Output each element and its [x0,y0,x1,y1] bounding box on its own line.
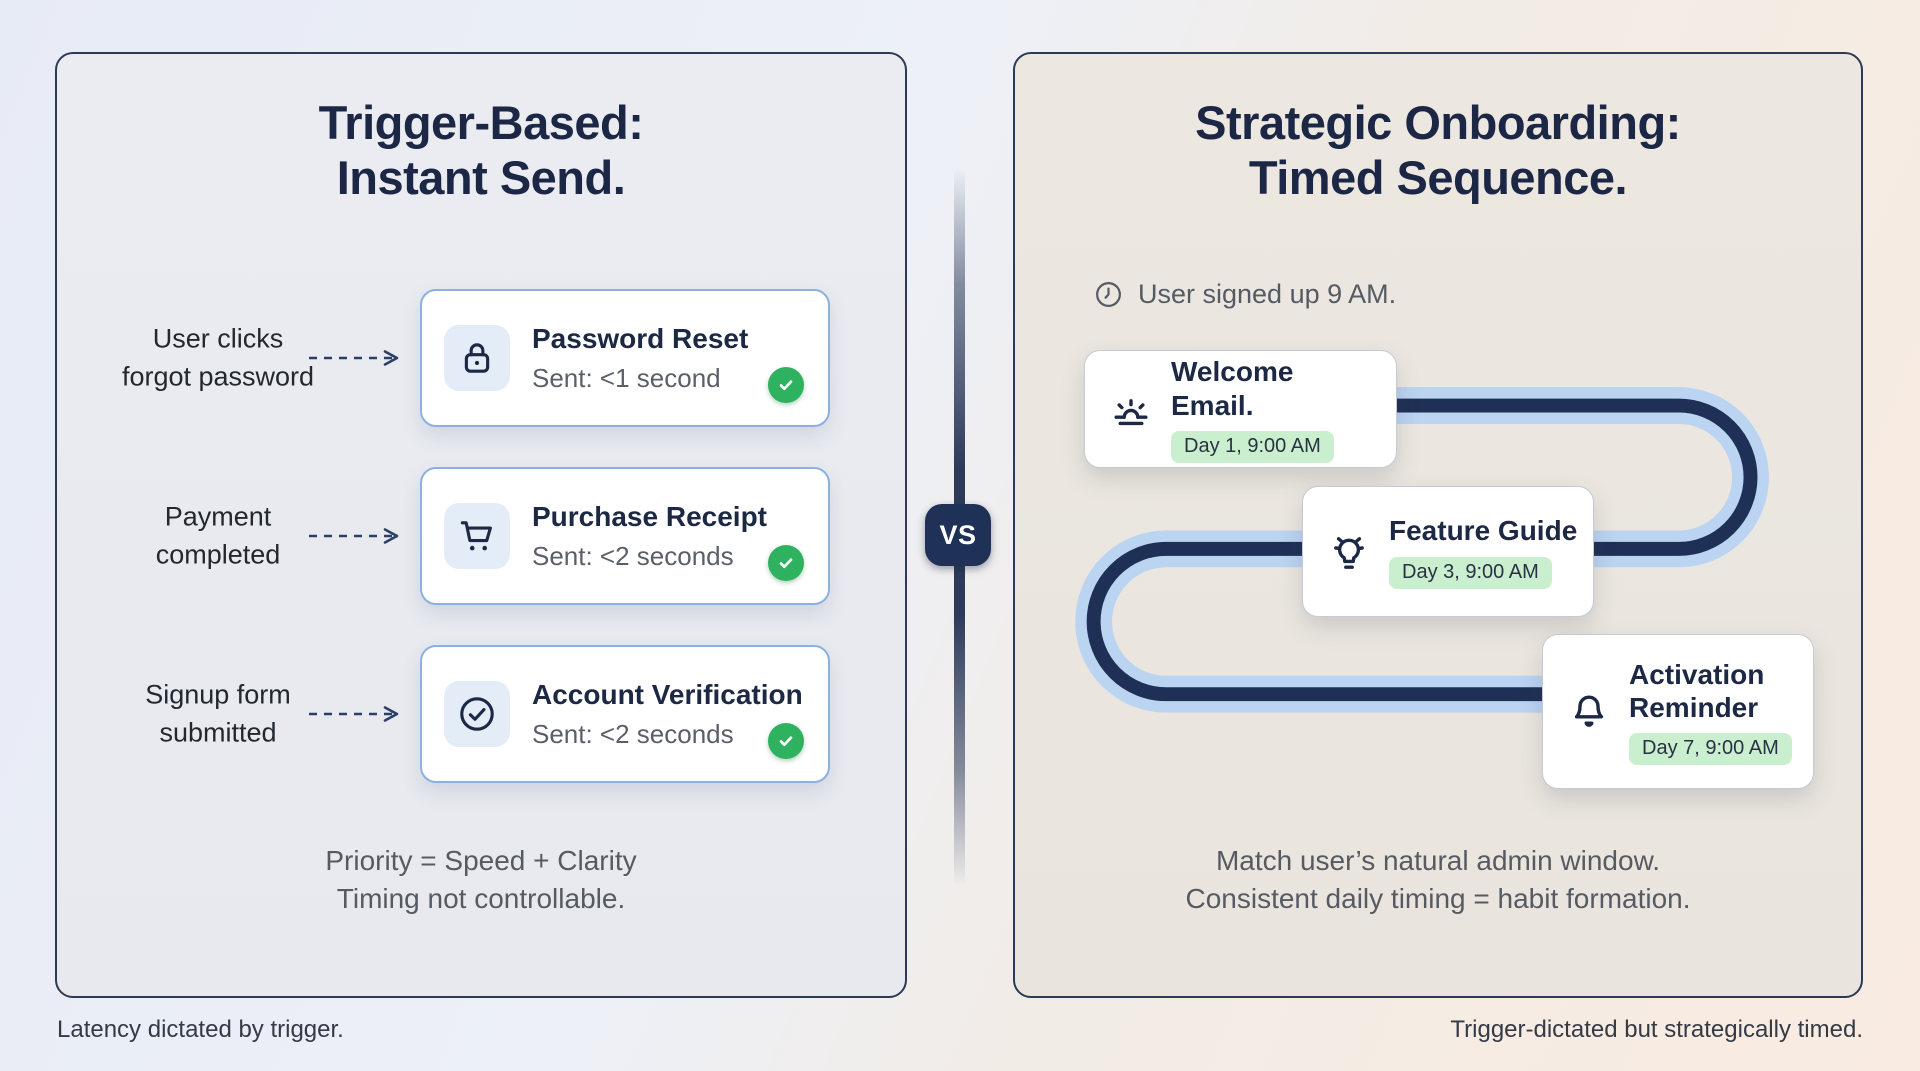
check-circle-green-icon [768,545,804,581]
sunrise-icon [1107,385,1155,433]
right-footer-line2: Consistent daily timing = habit formatio… [1185,882,1691,914]
event-card-sent-time: Sent: <2 seconds [532,540,734,571]
right-title-line2: Timed Sequence. [1248,150,1628,204]
trigger-label: Payment completed [93,498,343,575]
dashed-arrow-icon [309,528,399,544]
vs-badge: VS [925,504,991,566]
dashed-arrow-icon [309,350,399,366]
step-day-badge: Day 3, 9:00 AM [1389,556,1552,589]
left-footer-line2: Timing not controllable. [336,882,626,914]
dashed-arrow-icon [309,706,399,722]
signup-note: User signed up 9 AM. [1093,279,1396,310]
step-title: Activation Reminder [1629,658,1765,723]
vs-label: VS [939,519,977,550]
cart-icon [444,503,510,569]
sequence-path [1075,387,1769,713]
trigger-row-account-verification: Signup form submitted Account Verificati… [57,645,905,783]
left-panel-footer: Priority = Speed + Clarity Timing not co… [57,842,905,918]
event-card-password-reset: Password Reset Sent: <1 second [420,289,830,427]
lock-icon [444,325,510,391]
trigger-label: User clicks forgot password [93,320,343,397]
event-card-sent-time: Sent: <2 seconds [532,718,734,749]
trigger-label-line1: Signup form [145,679,291,710]
event-card-title: Password Reset [532,322,749,354]
left-title-line2: Instant Send. [336,150,626,204]
left-caption: Latency dictated by trigger. [57,1016,344,1043]
left-title-line1: Trigger-Based: [318,96,644,149]
event-card-purchase-receipt: Purchase Receipt Sent: <2 seconds [420,467,830,605]
trigger-label-line1: Payment [164,501,272,532]
right-caption: Trigger-dictated but strategically timed… [1450,1016,1863,1043]
step-card-welcome-email: Welcome Email. Day 1, 9:00 AM [1084,350,1397,468]
strategic-onboarding-panel: Strategic Onboarding: Timed Sequence. Us… [1013,52,1863,998]
right-footer-line1: Match user’s natural admin window. [1215,845,1661,876]
right-panel-title: Strategic Onboarding: Timed Sequence. [1015,96,1861,206]
event-card-account-verification: Account Verification Sent: <2 seconds [420,645,830,783]
trigger-label-line2: submitted [159,718,277,748]
trigger-row-purchase-receipt: Payment completed Purchase Receipt Sent:… [57,467,905,605]
check-circle-green-icon [768,367,804,403]
left-panel-title: Trigger-Based: Instant Send. [57,96,905,206]
trigger-based-panel: Trigger-Based: Instant Send. User clicks… [55,52,907,998]
step-day-badge: Day 1, 9:00 AM [1171,430,1334,463]
check-circle-green-icon [768,723,804,759]
step-title: Welcome Email. [1171,356,1294,421]
step-card-activation-reminder: Activation Reminder Day 7, 9:00 AM [1542,634,1814,789]
lightbulb-icon [1325,528,1373,576]
right-panel-footer: Match user’s natural admin window. Consi… [1015,842,1861,918]
trigger-label-line1: User clicks [152,323,284,354]
step-card-feature-guide: Feature Guide Day 3, 9:00 AM [1302,486,1594,617]
left-footer-line1: Priority = Speed + Clarity [325,845,637,876]
trigger-label-line2: completed [155,540,281,570]
event-card-title: Purchase Receipt [532,500,767,532]
right-title-line1: Strategic Onboarding: [1195,96,1681,149]
event-card-title: Account Verification [532,678,803,710]
signup-note-text: User signed up 9 AM. [1138,279,1397,309]
trigger-row-password-reset: User clicks forgot password Password Res… [57,289,905,427]
event-card-sent-time: Sent: <1 second [532,362,721,393]
step-day-badge: Day 7, 9:00 AM [1629,733,1792,766]
step-title: Feature Guide [1389,515,1578,547]
clock-icon [1096,282,1121,307]
trigger-label-line2: forgot password [121,362,315,392]
trigger-label: Signup form submitted [93,676,343,753]
bell-icon [1565,688,1613,736]
check-circle-icon [444,681,510,747]
